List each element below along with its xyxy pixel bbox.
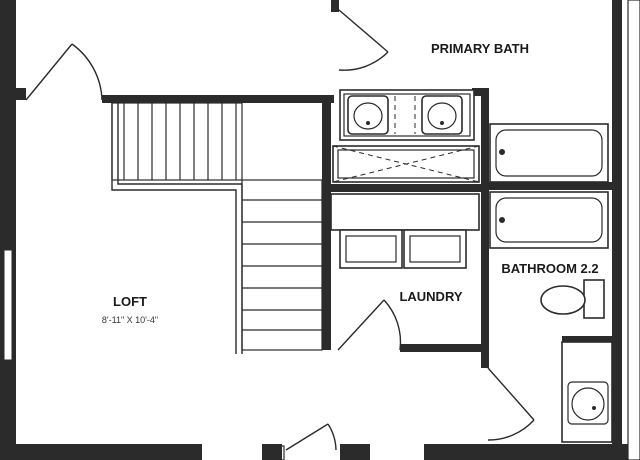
loft-label: LOFT (113, 294, 147, 309)
doors (25, 9, 535, 460)
bathtubs (489, 123, 609, 249)
loft-dimensions: 8'-11" X 10'-4" (102, 315, 158, 325)
primary-bath-label: PRIMARY BATH (431, 41, 529, 56)
bathroom-2-2-label: BATHROOM 2.2 (501, 261, 598, 276)
staircase (111, 102, 323, 354)
bathroom-fixtures (540, 279, 613, 443)
room-labels: PRIMARY BATH LOFT 8'-11" X 10'-4" LAUNDR… (102, 41, 599, 325)
laundry-label: LAUNDRY (399, 289, 462, 304)
laundry-fixtures (330, 193, 480, 269)
primary-bath-fixtures (332, 89, 480, 183)
